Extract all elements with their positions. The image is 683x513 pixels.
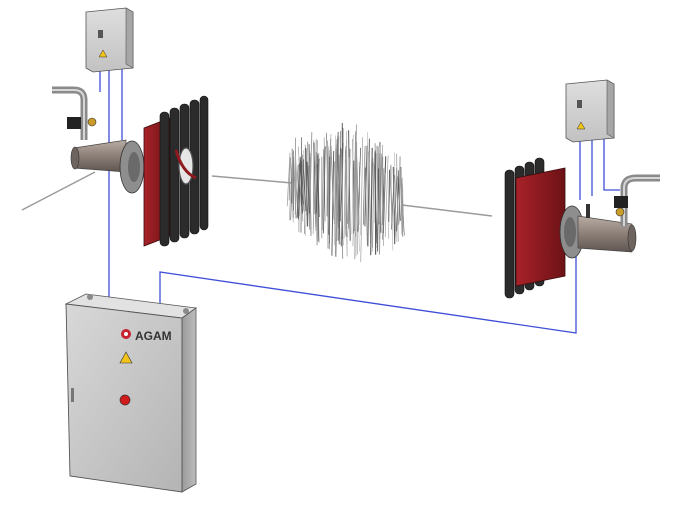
heated-rod-section [286,122,405,263]
brand-name: AGAM [135,329,172,343]
heat-texture-stroke [298,146,302,208]
heat-texture-stroke [396,153,399,242]
heat-texture-stroke [301,154,305,212]
heat-texture-stroke [398,176,401,226]
heat-texture-stroke [323,137,326,222]
heat-texture-stroke [334,139,338,257]
heat-texture-stroke [362,145,366,225]
left-junction-box [85,7,134,73]
left-gas-valve-icon [67,117,81,129]
heat-texture-stroke [348,130,351,241]
heat-texture-stroke [337,144,341,246]
heat-texture-stroke [316,164,320,218]
heat-texture-stroke [331,150,335,256]
heat-texture-stroke [288,157,291,201]
heat-texture-stroke [399,170,403,235]
heat-texture-stroke [351,134,354,235]
heat-texture-stroke [313,142,317,228]
right-gas-valve-icon [614,196,628,208]
warning-triangle-icon [98,49,108,58]
left-heater-unit [52,86,209,247]
heat-texture-stroke [367,138,370,247]
heat-texture-stroke [302,164,307,212]
workpiece-rod [21,171,493,217]
heat-texture-stroke [297,156,302,220]
right-box-lock-icon [577,100,582,108]
heat-texture-stroke [335,164,340,226]
heat-texture-stroke [321,149,325,231]
heat-texture-stroke [390,164,394,251]
control-cabinet: AGAM [64,293,198,493]
right-warning-triangle-icon [576,121,586,130]
heat-texture-stroke [388,169,391,222]
heat-texture-stroke [356,158,360,225]
heat-texture-stroke [372,161,375,248]
heat-texture-stroke [370,147,373,256]
heat-texture-stroke [330,145,335,220]
heat-texture-stroke [338,147,341,245]
left-heater-fins [159,95,209,247]
heat-texture-stroke [291,148,294,219]
heat-texture-stroke [389,165,393,227]
heat-texture-stroke [343,161,346,246]
left-box-lock-icon [98,30,103,38]
heat-texture-stroke [327,140,330,244]
heat-texture-stroke [288,163,293,221]
agam-logo-icon [121,329,131,339]
heat-texture-stroke [300,137,303,233]
heat-texture-stroke [286,152,291,207]
emergency-stop-icon [119,394,131,406]
right-heater-unit [504,157,660,299]
heat-texture-stroke [309,163,312,237]
heat-texture-stroke [326,153,328,217]
heat-texture-stroke [306,161,311,214]
heat-texture-stroke [388,171,391,239]
heat-texture-stroke [394,167,397,239]
heat-texture-stroke [378,153,383,255]
right-junction-box [565,79,615,143]
heat-texture-stroke [345,163,348,245]
heat-texture-stroke [348,157,350,229]
heat-texture-stroke [384,155,389,238]
heat-texture-stroke [323,146,326,234]
heat-texture-stroke [294,164,299,215]
heat-texture-stroke [353,131,357,227]
heat-texture-stroke [304,144,308,227]
heat-texture-stroke [364,161,368,246]
heat-texture-stroke [382,172,386,241]
heat-texture-stroke [364,145,368,224]
door-hinge-icon [71,388,74,402]
heat-texture-stroke [358,161,361,236]
heat-texture-stroke [305,148,309,227]
warning-triangle-icon [119,351,133,364]
heat-texture-stroke [340,143,344,222]
heat-texture-stroke [360,137,363,263]
heat-texture-stroke [377,168,379,252]
